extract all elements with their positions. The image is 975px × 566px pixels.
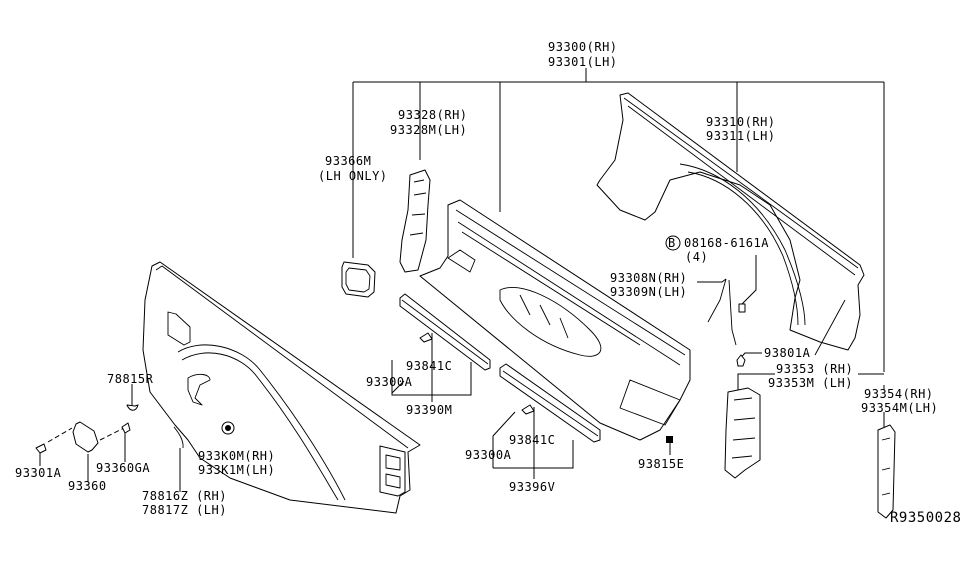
- label-bolt-qty: (4): [685, 250, 708, 264]
- pillar-93354: [877, 424, 896, 519]
- right-fender-panel: [596, 92, 865, 356]
- label-93360: 93360: [68, 479, 107, 493]
- label-93300-rh: 93300(RH): [548, 40, 618, 54]
- crossmember-93390m: [399, 293, 491, 371]
- label-933k1m-lh: 933K1M(LH): [198, 463, 275, 477]
- label-93300a-b: 93300A: [465, 448, 512, 462]
- label-93328-rh: 93328(RH): [398, 108, 468, 122]
- label-93353m-lh: 93353M (LH): [768, 376, 853, 390]
- label-93815e: 93815E: [638, 457, 684, 471]
- label-93841c-b: 93841C: [509, 433, 555, 447]
- label-93300a-a: 93300A: [366, 375, 413, 389]
- label-933k0m-rh: 933K0M(RH): [198, 449, 275, 463]
- label-08168-6161a: 08168-6161A: [684, 236, 769, 250]
- label-93311-lh: 93311(LH): [706, 129, 776, 143]
- support-rods: [707, 278, 746, 367]
- label-93308n-rh: 93308N(RH): [610, 271, 687, 285]
- label-93353-rh: 93353 (RH): [776, 362, 853, 376]
- label-93309n-lh: 93309N(LH): [610, 285, 687, 299]
- left-quarter-panel: [142, 261, 421, 514]
- label-78816z-rh: 78816Z (RH): [142, 489, 227, 503]
- label-93301-lh: 93301(LH): [548, 55, 618, 69]
- label-lh-only: (LH ONLY): [318, 169, 388, 183]
- gasket-93366m: [341, 261, 376, 298]
- leader-lines: [39, 68, 885, 492]
- label-93801a: 93801A: [764, 346, 811, 360]
- label-78817z-lh: 78817Z (LH): [142, 503, 227, 517]
- crossmember-93396v: [499, 363, 673, 443]
- label-93360ga: 93360GA: [96, 461, 150, 475]
- label-93366m: 93366M: [325, 154, 371, 168]
- bolt-circle-b: [665, 235, 681, 251]
- diagram-reference-code: R9350028: [890, 510, 961, 526]
- label-93396v: 93396V: [509, 480, 555, 494]
- label-93310-rh: 93310(RH): [706, 115, 776, 129]
- pillar-93328: [399, 169, 431, 273]
- fuel-lid-assembly: [35, 404, 235, 454]
- label-93841c-a: 93841C: [406, 359, 452, 373]
- label-78815r: 78815R: [107, 372, 154, 386]
- label-93301a: 93301A: [15, 466, 62, 480]
- label-93354m-lh: 93354M(LH): [861, 401, 938, 415]
- label-93354-rh: 93354(RH): [864, 387, 934, 401]
- bolt-circle-letter: B: [668, 236, 676, 250]
- label-93390m: 93390M: [406, 403, 452, 417]
- label-93328m-lh: 93328M(LH): [390, 123, 467, 137]
- pillar-93353: [724, 387, 761, 479]
- bed-floor: [419, 199, 691, 441]
- part-labels: 93300(RH) 93301(LH) 93328(RH) 93328M(LH)…: [15, 40, 961, 526]
